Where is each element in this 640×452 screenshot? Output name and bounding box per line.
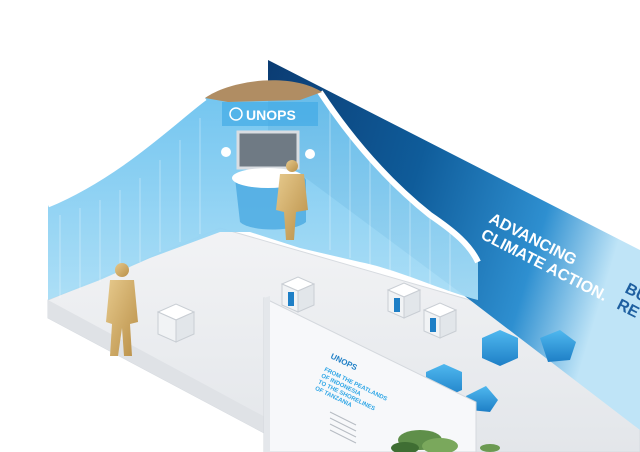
stool bbox=[156, 303, 196, 343]
info-panel-edge bbox=[264, 296, 270, 452]
roof-canopy bbox=[205, 80, 322, 102]
figure-visitor bbox=[106, 263, 138, 356]
curved-wall-rim bbox=[47, 95, 207, 208]
stool bbox=[386, 282, 422, 319]
blue-seat bbox=[540, 330, 576, 362]
seal-icon bbox=[221, 147, 231, 157]
panel-body-lines bbox=[329, 411, 357, 444]
curved-wall-rim-right bbox=[317, 90, 481, 264]
stool bbox=[280, 276, 316, 313]
logo-text: UNOPS bbox=[246, 107, 296, 123]
logo-sign bbox=[222, 102, 318, 126]
wall-panel-grid bbox=[59, 110, 451, 298]
un-emblem-icon bbox=[229, 107, 243, 121]
stool bbox=[422, 302, 458, 339]
blue-seat bbox=[482, 330, 518, 366]
seal-icon-right bbox=[305, 149, 315, 159]
panel-photo-greenery bbox=[391, 430, 500, 452]
figure-receptionist bbox=[276, 160, 308, 240]
